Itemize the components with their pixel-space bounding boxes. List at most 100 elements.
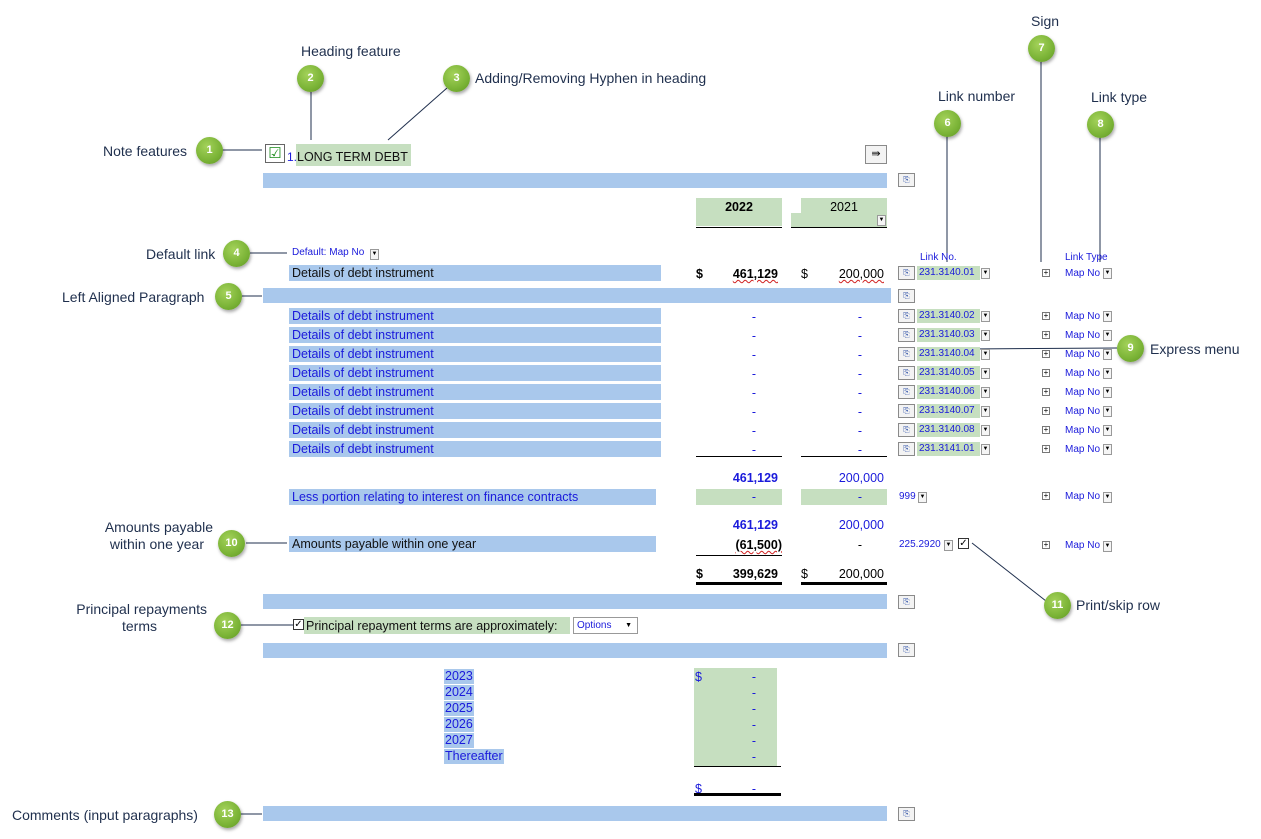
detail-row-type[interactable]: Map No [1065, 444, 1101, 455]
detail-row-type-dropdown[interactable]: ▼ [1103, 311, 1112, 322]
detail-row-type-dropdown[interactable]: ▼ [1103, 330, 1112, 341]
comments-paragraph-bar[interactable] [263, 806, 887, 821]
options-dropdown[interactable]: Options▼ [573, 617, 638, 634]
detail-row-cur[interactable]: - [751, 367, 756, 381]
detail-row-label[interactable]: Details of debt instrument [289, 327, 661, 343]
less-row-type-dropdown[interactable]: ▼ [1103, 492, 1112, 503]
detail-row-type-dropdown[interactable]: ▼ [1103, 349, 1112, 360]
repayment-value[interactable]: - [751, 686, 756, 700]
detail-row-link-dropdown[interactable]: ▼ [981, 330, 990, 341]
left-aligned-paragraph-bar[interactable] [263, 288, 891, 303]
detail-row-type[interactable]: Map No [1065, 368, 1101, 379]
main-row-cur[interactable]: 461,129 [732, 267, 778, 281]
detail-row-link-dropdown[interactable]: ▼ [981, 349, 990, 360]
detail-row-button-icon[interactable]: ⎘ [898, 366, 915, 380]
main-row-sign-icon[interactable]: + [1042, 268, 1050, 277]
paragraph-button-icon-3[interactable]: ⎘ [898, 595, 915, 609]
detail-row-sign-icon[interactable]: + [1042, 330, 1050, 339]
principal-checkbox[interactable]: ✓ [293, 619, 304, 630]
less-row-type[interactable]: Map No [1065, 491, 1101, 502]
repayment-year[interactable]: 2026 [444, 717, 474, 732]
detail-row-link-dropdown[interactable]: ▼ [981, 406, 990, 417]
detail-row-pri[interactable]: - [857, 424, 862, 438]
detail-row-label[interactable]: Details of debt instrument [289, 422, 661, 438]
detail-row-link[interactable]: 231.3140.05 [917, 366, 980, 380]
repayment-value[interactable]: - [751, 750, 756, 764]
repayment-year[interactable]: 2027 [444, 733, 474, 748]
year-prior[interactable]: 2021 [830, 200, 858, 214]
detail-row-label[interactable]: Details of debt instrument [289, 403, 661, 419]
main-row-type[interactable]: Map No [1065, 268, 1101, 279]
less-row-pri[interactable]: - [857, 490, 862, 504]
detail-row-link[interactable]: 231.3140.03 [917, 328, 980, 342]
detail-row-sign-icon[interactable]: + [1042, 444, 1050, 453]
detail-row-pri[interactable]: - [857, 310, 862, 324]
paragraph-button-icon-4[interactable]: ⎘ [898, 643, 915, 657]
detail-row-type[interactable]: Map No [1065, 349, 1101, 360]
detail-row-label[interactable]: Details of debt instrument [289, 346, 661, 362]
detail-row-type-dropdown[interactable]: ▼ [1103, 444, 1112, 455]
detail-row-type-dropdown[interactable]: ▼ [1103, 406, 1112, 417]
detail-row-cur[interactable]: - [751, 443, 756, 457]
detail-row-link[interactable]: 231.3140.06 [917, 385, 980, 399]
main-row-link-dropdown[interactable]: ▼ [981, 268, 990, 279]
detail-row-type-dropdown[interactable]: ▼ [1103, 425, 1112, 436]
detail-row-link[interactable]: 231.3141.01 [917, 442, 980, 456]
detail-row-cur[interactable]: - [751, 424, 756, 438]
detail-row-label[interactable]: Details of debt instrument [289, 308, 661, 324]
less-row-label[interactable]: Less portion relating to interest on fin… [289, 489, 656, 505]
main-row-type-dropdown[interactable]: ▼ [1103, 268, 1112, 279]
detail-row-cur[interactable]: - [751, 348, 756, 362]
less-row-link-dropdown[interactable]: ▼ [918, 492, 927, 503]
repayment-value[interactable]: - [751, 734, 756, 748]
payable-row-type[interactable]: Map No [1065, 540, 1101, 551]
detail-row-sign-icon[interactable]: + [1042, 425, 1050, 434]
payable-row-sign-icon[interactable]: + [1042, 540, 1050, 549]
repayment-value[interactable]: - [751, 702, 756, 716]
less-row-sign-icon[interactable]: + [1042, 491, 1050, 500]
detail-row-link[interactable]: 231.3140.07 [917, 404, 980, 418]
payable-row-link-dropdown[interactable]: ▼ [944, 540, 953, 551]
detail-row-link-dropdown[interactable]: ▼ [981, 387, 990, 398]
detail-row-button-icon[interactable]: ⎘ [898, 442, 915, 456]
detail-row-sign-icon[interactable]: + [1042, 368, 1050, 377]
heading-title[interactable]: LONG TERM DEBT [297, 150, 408, 164]
payable-row-link[interactable]: 225.2920 [899, 539, 941, 550]
detail-row-button-icon[interactable]: ⎘ [898, 404, 915, 418]
detail-row-pri[interactable]: - [857, 443, 862, 457]
repayment-year[interactable]: Thereafter [444, 749, 504, 764]
detail-row-link-dropdown[interactable]: ▼ [981, 311, 990, 322]
detail-row-type[interactable]: Map No [1065, 425, 1101, 436]
detail-row-sign-icon[interactable]: + [1042, 406, 1050, 415]
express-menu-icon[interactable]: ⇛ [865, 145, 887, 164]
detail-row-pri[interactable]: - [857, 367, 862, 381]
detail-row-cur[interactable]: - [751, 405, 756, 419]
detail-row-sign-icon[interactable]: + [1042, 387, 1050, 396]
payable-row-cur[interactable]: (61,500) [735, 538, 782, 552]
repayment-year[interactable]: 2025 [444, 701, 474, 716]
detail-row-cur[interactable]: - [751, 329, 756, 343]
detail-row-type[interactable]: Map No [1065, 406, 1101, 417]
detail-row-label[interactable]: Details of debt instrument [289, 441, 661, 457]
detail-row-link-dropdown[interactable]: ▼ [981, 425, 990, 436]
detail-row-sign-icon[interactable]: + [1042, 349, 1050, 358]
detail-row-link-dropdown[interactable]: ▼ [981, 444, 990, 455]
default-link-selector[interactable]: Default: Map No [292, 247, 365, 258]
detail-row-type[interactable]: Map No [1065, 311, 1101, 322]
detail-row-label[interactable]: Details of debt instrument [289, 365, 661, 381]
detail-row-cur[interactable]: - [751, 386, 756, 400]
paragraph-bar-3[interactable] [263, 594, 887, 609]
main-row-button-icon[interactable]: ⎘ [898, 266, 915, 280]
repayment-year[interactable]: 2023 [444, 669, 474, 684]
default-link-dropdown[interactable]: ▼ [370, 249, 379, 260]
paragraph-button-icon[interactable]: ⎘ [898, 173, 915, 187]
detail-row-link[interactable]: 231.3140.04 [917, 347, 980, 361]
note-feature-checkbox[interactable]: ☑ [265, 144, 285, 163]
paragraph-bar-4[interactable] [263, 643, 887, 658]
detail-row-button-icon[interactable]: ⎘ [898, 385, 915, 399]
detail-row-pri[interactable]: - [857, 329, 862, 343]
main-row-pri[interactable]: 200,000 [838, 267, 884, 281]
detail-row-type-dropdown[interactable]: ▼ [1103, 387, 1112, 398]
detail-row-button-icon[interactable]: ⎘ [898, 423, 915, 437]
detail-row-button-icon[interactable]: ⎘ [898, 347, 915, 361]
